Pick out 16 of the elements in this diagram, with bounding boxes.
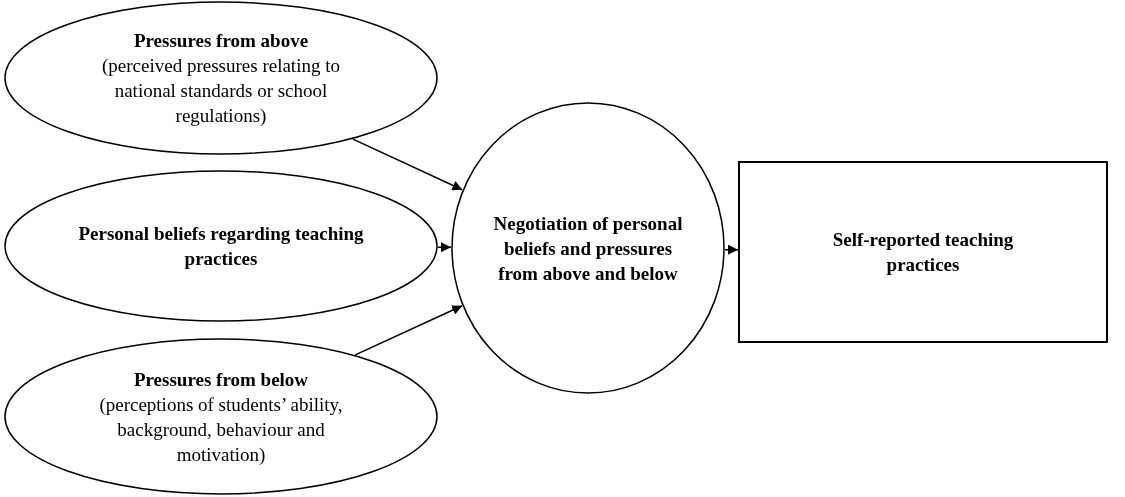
arrow	[724, 244, 739, 255]
node-heading: Pressures from below	[133, 367, 309, 392]
arrow	[352, 138, 464, 191]
node-text: (perceptions of students’ ability, background, behaviour and motivation)	[98, 392, 344, 467]
node-heading: Pressures from above	[133, 29, 309, 53]
ellipse-node	[4, 1, 438, 155]
node-heading: Negotiation of personal beliefs and pressures from above and below	[492, 211, 684, 286]
ellipse-node	[4, 170, 438, 322]
node-heading: Personal beliefs regarding teaching practices	[77, 222, 365, 271]
node-heading: Self-reported teaching practices	[831, 228, 1015, 277]
process-box	[738, 161, 1108, 343]
arrow	[437, 242, 452, 253]
arrow	[354, 305, 463, 356]
ellipse-node	[4, 338, 438, 495]
ellipse-node	[451, 102, 725, 394]
node-text: (perceived pressures relating to national standards or school regulations)	[101, 54, 341, 128]
